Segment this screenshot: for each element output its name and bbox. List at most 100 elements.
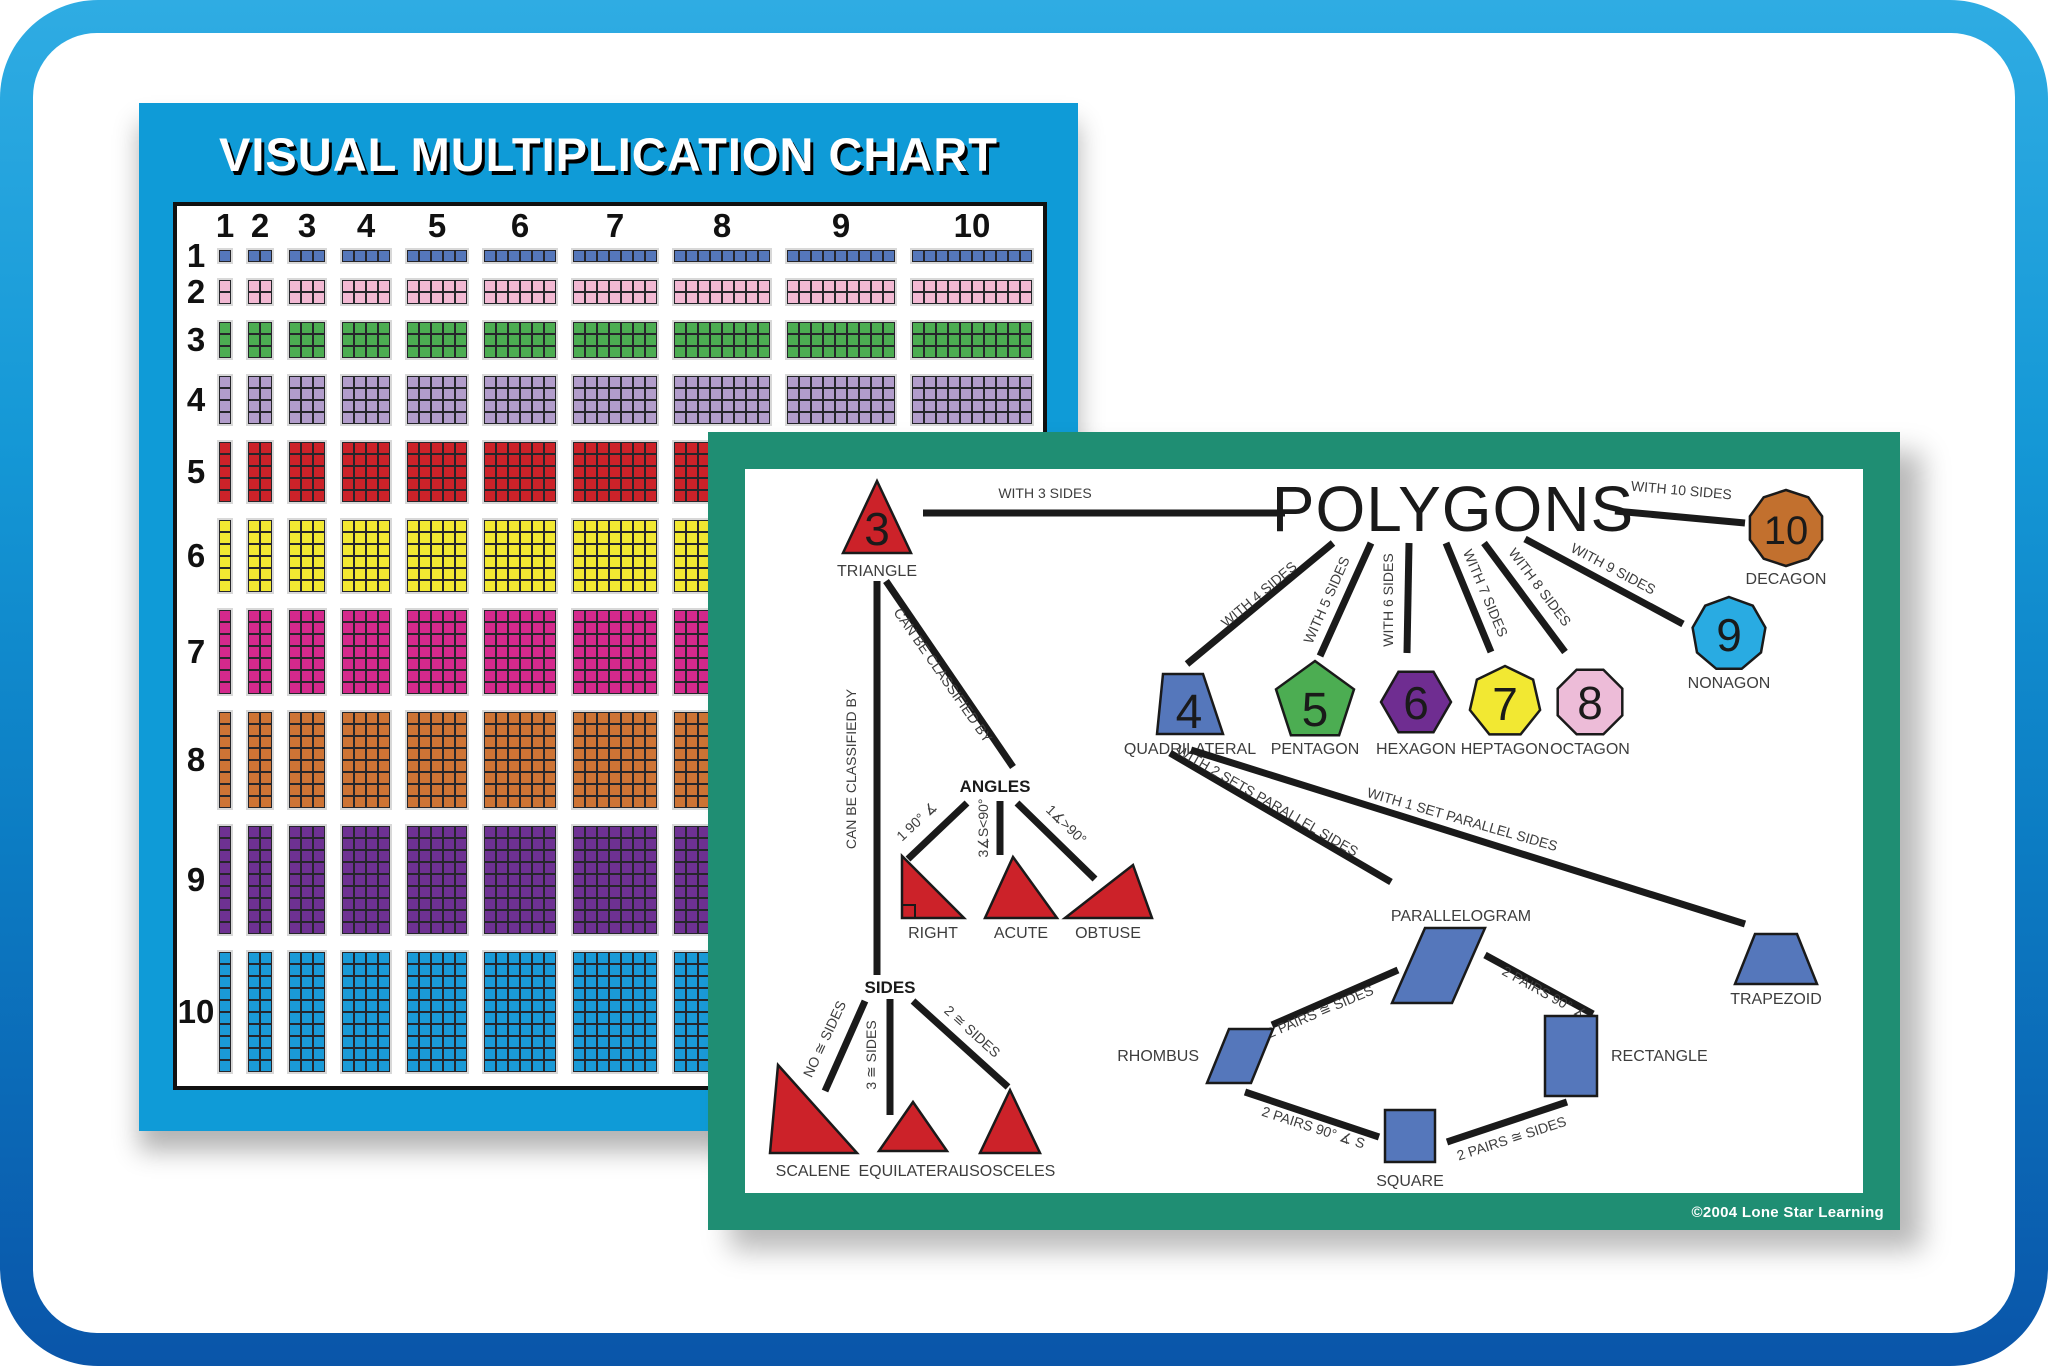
edge-label-rhombus: 2 PAIRS ≅ SIDES	[1264, 982, 1375, 1041]
branch-label: NO ≅ SIDES	[800, 998, 849, 1080]
column-header-7: 7	[605, 207, 625, 244]
product-block-9x7	[573, 826, 657, 934]
product-block-3x1	[219, 322, 231, 358]
product-block-2x6	[484, 280, 556, 304]
product-block-4x1	[219, 376, 231, 424]
product-block-9x6	[484, 826, 556, 934]
row-header-10: 10	[177, 993, 215, 1030]
product-block-5x1	[219, 442, 231, 502]
product-block-3x7	[573, 322, 657, 358]
product-block-3x2	[248, 322, 272, 358]
product-block-5x3	[289, 442, 325, 502]
product-block-5x5	[407, 442, 467, 502]
product-block-4x6	[484, 376, 556, 424]
product-block-4x7	[573, 376, 657, 424]
shape-number-5: 5	[1302, 684, 1329, 737]
product-block-10x5	[407, 952, 467, 1072]
connector-line-pentagon	[1316, 541, 1375, 658]
polygon-square	[1383, 1108, 1437, 1164]
shape-label-pentagon: PENTAGON	[1271, 741, 1360, 758]
connector-line	[1014, 800, 1098, 882]
shape-label-rectangle: RECTANGLE	[1611, 1048, 1708, 1065]
shape-label-scalene: SCALENE	[776, 1163, 851, 1180]
product-block-3x6	[484, 322, 556, 358]
column-header-6: 6	[510, 207, 530, 244]
polygon-rhombus	[1205, 1027, 1275, 1085]
product-block-9x3	[289, 826, 325, 934]
product-block-10x6	[484, 952, 556, 1072]
product-block-4x8	[674, 376, 770, 424]
product-block-3x8	[674, 322, 770, 358]
product-block-1x2	[248, 250, 272, 262]
product-block-7x2	[248, 610, 272, 694]
polygon-rectangle	[1543, 1014, 1599, 1098]
product-block-1x8	[674, 250, 770, 262]
shape-number-7: 7	[1492, 678, 1518, 730]
polygon-trapezoid	[1733, 932, 1819, 986]
polygon-quadrilateral	[1155, 672, 1225, 736]
row-header-9: 9	[186, 861, 206, 898]
column-header-5: 5	[427, 207, 447, 244]
connector-line	[910, 998, 1011, 1090]
connector-line-heptagon	[1442, 541, 1495, 654]
product-block-7x6	[484, 610, 556, 694]
product-block-7x5	[407, 610, 467, 694]
product-block-1x9	[787, 250, 895, 262]
connector-line-nonagon	[1523, 535, 1685, 628]
connector-line-octagon	[1481, 540, 1568, 655]
shape-label-acute: ACUTE	[994, 925, 1048, 942]
product-block-5x2	[248, 442, 272, 502]
product-block-1x10	[912, 250, 1032, 262]
product-block-3x3	[289, 322, 325, 358]
row-header-4: 4	[186, 381, 206, 418]
shape-label-square: SQUARE	[1376, 1173, 1444, 1190]
connector-label-quadrilateral: WITH 4 SIDES	[1218, 558, 1300, 630]
classified-by-label: CAN BE CLASSIFIED BY	[891, 605, 996, 746]
triangle-scalene	[768, 1062, 860, 1155]
shape-label-trapezoid: TRAPEZOID	[1730, 991, 1822, 1008]
product-block-7x4	[342, 610, 390, 694]
row-header-2: 2	[186, 273, 206, 310]
product-block-10x1	[219, 952, 231, 1072]
connector-line-decagon	[1614, 507, 1746, 527]
row-header-3: 3	[186, 321, 206, 358]
polygon-heptagon	[1468, 664, 1542, 736]
product-block-2x1	[219, 280, 231, 304]
right-angle-marker	[902, 904, 916, 918]
product-block-8x3	[289, 712, 325, 808]
shape-number-3: 3	[864, 503, 890, 555]
connector-line	[821, 999, 869, 1093]
shape-number-4: 4	[1176, 686, 1203, 739]
product-block-4x3	[289, 376, 325, 424]
shape-label-obtuse: OBTUSE	[1075, 925, 1141, 942]
shape-label-right: RIGHT	[908, 925, 958, 942]
product-block-3x5	[407, 322, 467, 358]
shape-label-quadrilateral: QUADRILATERAL	[1124, 741, 1256, 758]
product-block-9x5	[407, 826, 467, 934]
product-block-8x1	[219, 712, 231, 808]
product-block-2x7	[573, 280, 657, 304]
product-block-1x7	[573, 250, 657, 262]
shape-label-heptagon: HEPTAGON	[1461, 741, 1550, 758]
triangle-equilateral	[876, 1099, 950, 1153]
sides-heading: SIDES	[864, 978, 915, 997]
row-header-5: 5	[186, 453, 206, 490]
shape-label-rhombus: RHOMBUS	[1117, 1048, 1199, 1065]
product-block-5x7	[573, 442, 657, 502]
product-block-5x4	[342, 442, 390, 502]
polygon-nonagon	[1691, 595, 1767, 671]
product-block-9x2	[248, 826, 272, 934]
copyright-text: ©2004 Lone Star Learning	[1691, 1204, 1884, 1221]
edge-label-trapezoid: WITH 1 SET PARALLEL SIDES	[1365, 784, 1559, 854]
product-block-4x10	[912, 376, 1032, 424]
product-block-1x1	[219, 250, 231, 262]
product-block-7x1	[219, 610, 231, 694]
product-block-1x6	[484, 250, 556, 262]
product-block-6x6	[484, 520, 556, 592]
product-block-2x5	[407, 280, 467, 304]
triangle-obtuse	[1061, 862, 1154, 920]
product-block-5x6	[484, 442, 556, 502]
connector-line-hexagon	[1403, 542, 1413, 654]
